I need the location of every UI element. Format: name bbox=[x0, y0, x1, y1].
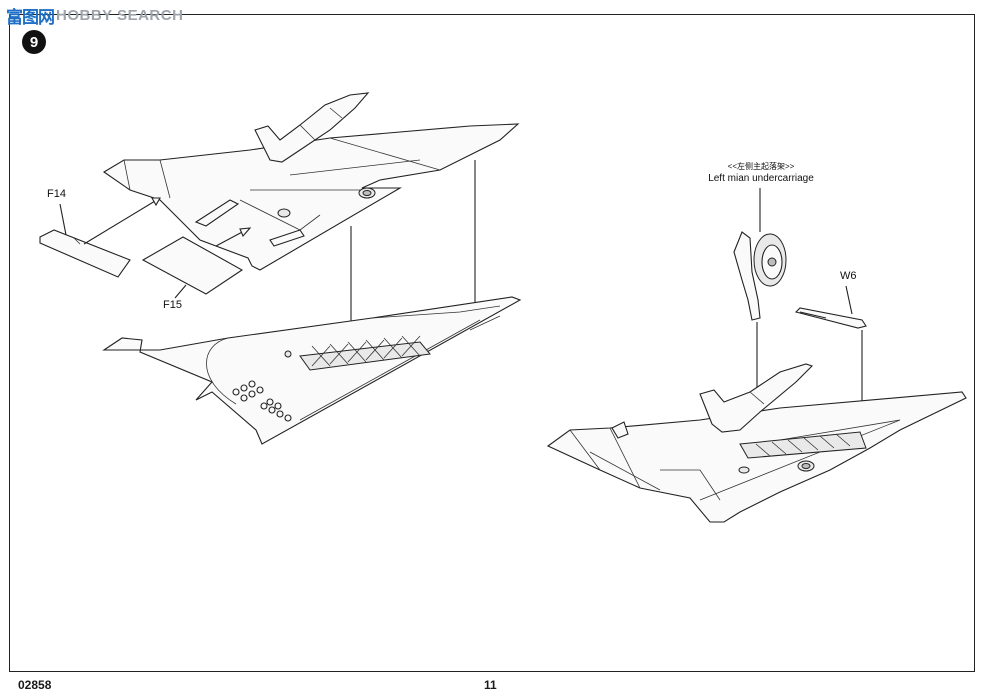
footer-kit-code: 02858 bbox=[18, 678, 52, 692]
watermark-cn: 富图网 bbox=[6, 7, 55, 27]
flap-f14-part bbox=[39, 197, 161, 278]
flap-f15-part bbox=[141, 227, 252, 299]
label-undercarriage-cn: <<左侧主起落架>> bbox=[727, 162, 795, 171]
label-w6: W6 bbox=[840, 270, 857, 282]
lower-wing-part bbox=[102, 296, 522, 445]
footer-page-number: 11 bbox=[484, 678, 497, 692]
undercarriage-part bbox=[733, 188, 787, 321]
label-f14: F14 bbox=[47, 188, 66, 200]
label-f15: F15 bbox=[163, 299, 182, 311]
watermark-logo: 富图网 HOBBY SEARCH bbox=[6, 5, 184, 27]
page-frame bbox=[9, 14, 975, 672]
watermark-en: HOBBY SEARCH bbox=[56, 6, 184, 24]
upper-wing-part bbox=[102, 92, 520, 271]
step-number-badge: 9 bbox=[22, 30, 46, 54]
assembled-wing-part bbox=[546, 363, 967, 523]
label-undercarriage-en: Left mian undercarriage bbox=[708, 173, 814, 184]
